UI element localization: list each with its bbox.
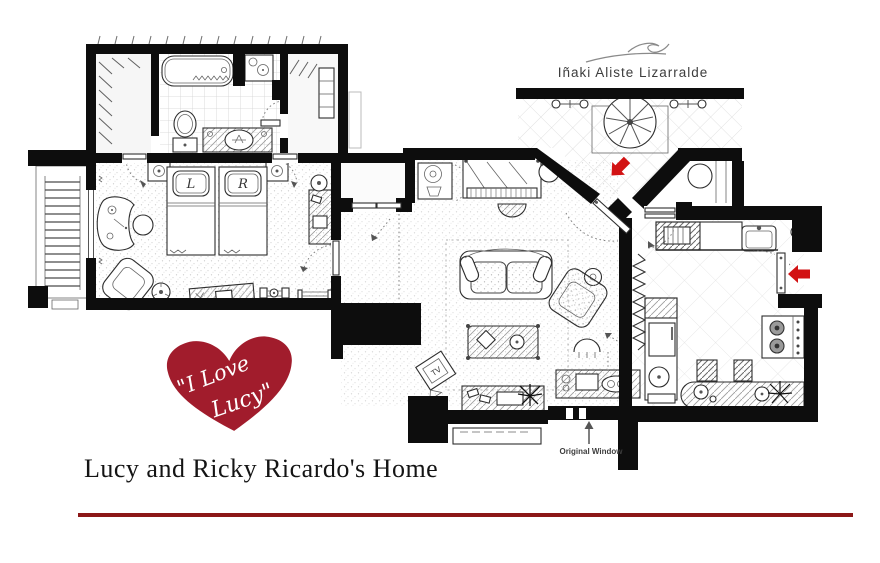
closet-left-door: [122, 153, 147, 160]
walls: [28, 44, 822, 470]
bathroom-door-swing: [261, 100, 282, 123]
sconce-right: [669, 99, 707, 109]
front-door-swing: [565, 212, 619, 242]
bathroom: [161, 54, 282, 153]
luggage-rack: [259, 287, 290, 299]
divider-rule: [78, 513, 853, 517]
piano: [462, 157, 542, 218]
closet-shelves: [318, 67, 335, 119]
console-table: [461, 384, 545, 412]
desk-chair: [573, 338, 601, 353]
pantry: [687, 160, 727, 203]
refrigerator: [644, 297, 678, 404]
vanity-table: [96, 196, 135, 251]
back-door-arrow-icon: [788, 265, 810, 283]
bedroom: L R: [96, 159, 334, 311]
entrance-landing: [551, 95, 707, 154]
bathtub: [161, 55, 234, 87]
coffee-table: [466, 324, 540, 360]
bathroom-sink: [244, 54, 274, 82]
page-title: Lucy and Ricky Ricardo's Home: [84, 454, 438, 483]
radiator-zigzag: [631, 253, 647, 351]
fire-escape: [35, 165, 89, 310]
bedroom-armchair: [102, 257, 154, 311]
closet-right: [289, 59, 335, 119]
water-heater: [687, 163, 713, 189]
living-armchair: [548, 268, 608, 328]
original-window-label: Original Window: [559, 447, 623, 456]
kitchen: [631, 160, 805, 409]
bathroom-door: [272, 153, 298, 160]
pillow-monogram-left: L: [186, 177, 196, 192]
alcove-double-door-left: [351, 202, 377, 209]
vanity-stool: [132, 214, 154, 236]
window-planter-box: [452, 427, 542, 445]
rug: [445, 239, 569, 391]
sofa: [459, 248, 553, 300]
back-door: [776, 252, 786, 294]
artist-signature: Iñaki Aliste Lizarralde: [558, 65, 709, 80]
front-door: [592, 197, 632, 235]
doors: [86, 91, 789, 445]
original-window-callout: Original Window: [559, 421, 623, 456]
living-room: TV: [371, 157, 641, 412]
artist-signature-block: Iñaki Aliste Lizarralde: [558, 42, 709, 80]
heart-icon: [166, 336, 292, 431]
closet-left: [98, 57, 141, 145]
kitchen-table: [680, 381, 805, 409]
closet-left-floor: [96, 54, 151, 153]
record-cabinet: [417, 162, 453, 200]
plant: [517, 384, 543, 406]
kitchen-chairs: [696, 359, 753, 382]
i-love-lucy-logo: "I Love Lucy": [166, 336, 292, 431]
kitchen-counter: [655, 221, 778, 252]
exterior-hatch-ticks: [97, 35, 322, 45]
stove: [761, 315, 805, 359]
bedroom-door: [332, 240, 340, 276]
alcove-floor: [341, 163, 405, 203]
plant: [767, 381, 793, 404]
kitchen-door: [644, 207, 676, 213]
entrance-arrow-icon: [611, 156, 631, 176]
alcove-double-door-right: [376, 202, 402, 209]
sconce-left: [551, 99, 589, 109]
pillow-monogram-right: R: [237, 177, 248, 192]
tv-set: TV: [415, 350, 457, 401]
signature-doodle: [585, 42, 670, 63]
original-window-mark: [566, 408, 573, 419]
piano-bench: [497, 203, 527, 218]
